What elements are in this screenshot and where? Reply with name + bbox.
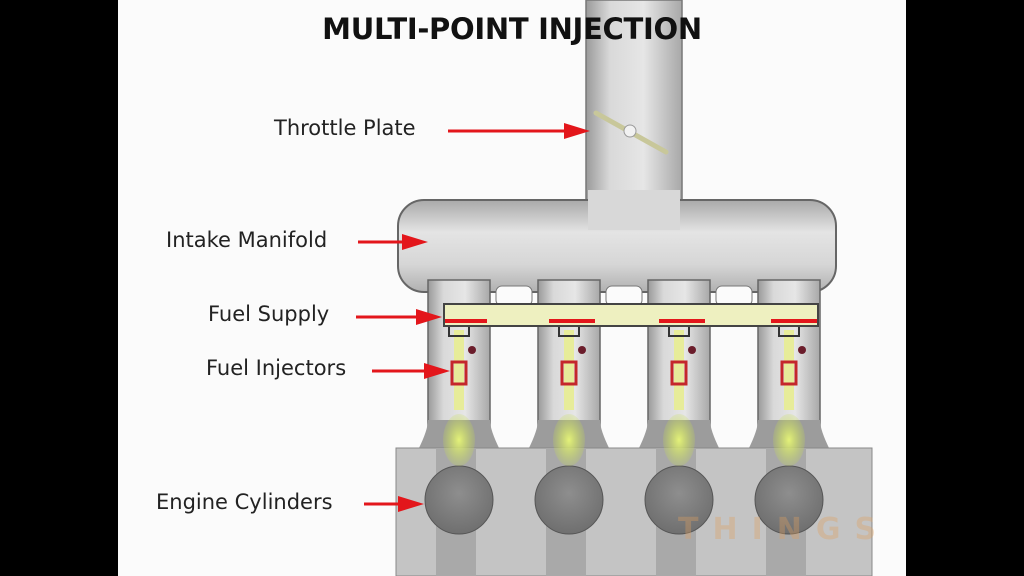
arrow-engine-cylinders [364,496,424,512]
throttle-plate [593,110,669,155]
arrow-fuel-injectors [372,363,450,379]
label-fuel-injectors: Fuel Injectors [206,356,347,380]
arrow-throttle-plate [448,123,590,139]
engine-illustration [356,0,873,576]
injector-4 [778,325,806,410]
watermark: THINGS [678,512,891,547]
fuel-injectors [448,325,806,410]
fuel-spray [443,414,805,466]
label-intake-manifold: Intake Manifold [166,228,328,252]
fuel-rail [443,303,819,327]
diagram-title: MULTI-POINT INJECTION [322,12,702,46]
diagram-canvas: MULTI-POINT INJECTION [118,0,906,576]
callout-arrows [356,123,590,512]
cylinder-1 [424,465,494,535]
cylinders [424,465,824,535]
label-engine-cylinders: Engine Cylinders [156,490,333,514]
label-throttle-plate: Throttle Plate [274,116,416,140]
cylinder-2 [534,465,604,535]
rail-seals [445,319,817,323]
arrow-fuel-supply [356,309,442,325]
label-fuel-supply: Fuel Supply [208,302,330,326]
arrow-intake-manifold [358,234,428,250]
